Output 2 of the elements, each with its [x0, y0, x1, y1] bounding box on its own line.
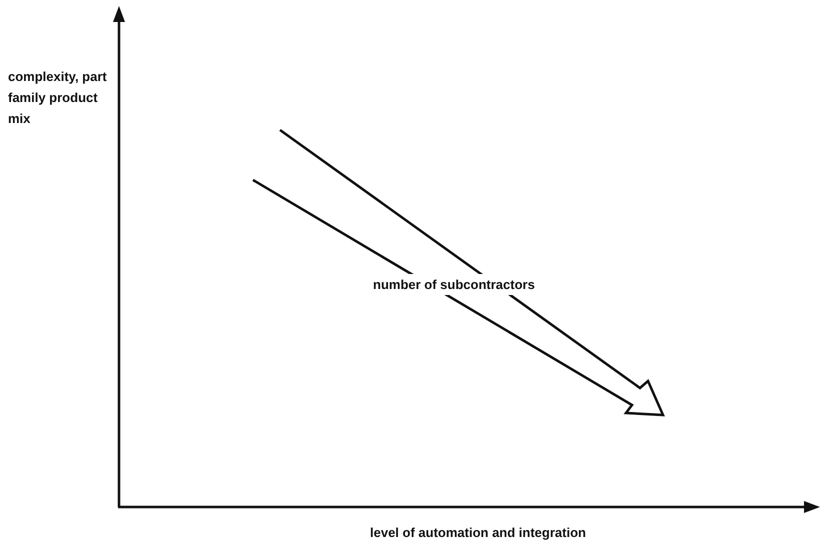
axis-label: complexity, part family product mix [8, 68, 108, 128]
axis-label: level of automation and integration [370, 524, 586, 542]
